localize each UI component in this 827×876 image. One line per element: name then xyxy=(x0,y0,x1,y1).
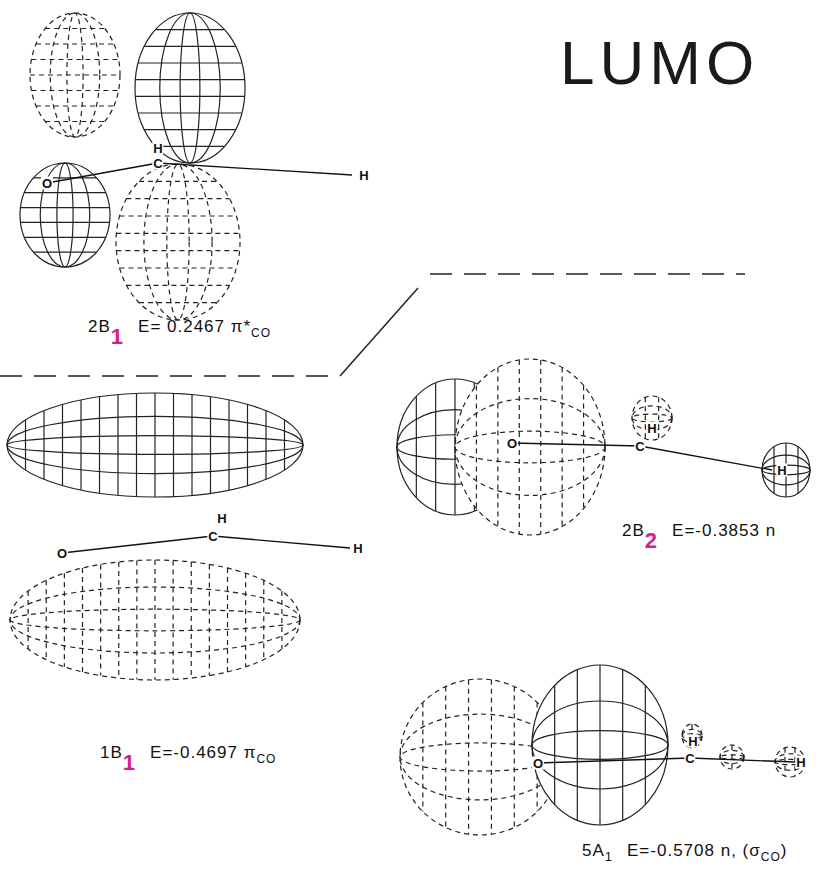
atom-label: O xyxy=(56,547,68,560)
orbital-subscript: CO xyxy=(761,850,781,864)
positive-lobe xyxy=(20,163,110,267)
positive-lobe xyxy=(7,393,303,497)
orbital-caption: 2B2 E=-0.3853 n xyxy=(622,520,776,552)
bond-line xyxy=(690,758,795,762)
separator xyxy=(0,274,745,376)
energy-label: ) xyxy=(781,841,788,860)
negative-lobe xyxy=(400,679,560,835)
bond-line xyxy=(538,758,690,763)
atom-label: O xyxy=(506,437,518,450)
symmetry-index: 1 xyxy=(605,849,613,864)
symmetry-label: 1B xyxy=(100,743,123,762)
orbital-subscript: CO xyxy=(256,752,276,766)
atom-label: O xyxy=(41,177,53,190)
symmetry-label: 2B xyxy=(88,317,111,336)
energy-label: E= 0.2467 π* xyxy=(138,317,251,336)
lobe-group xyxy=(7,13,810,835)
energy-label: E=-0.4697 π xyxy=(150,743,256,762)
atom-label: C xyxy=(684,752,695,765)
atom-label: C xyxy=(634,440,645,453)
atom-label: O xyxy=(532,757,544,770)
atom-label: H xyxy=(776,464,787,477)
symmetry-index: 1 xyxy=(123,750,136,775)
atom-label: H xyxy=(352,542,363,555)
atom-label: C xyxy=(207,530,218,543)
orbital-subscript: CO xyxy=(251,326,271,340)
negative-lobe xyxy=(632,396,672,440)
orbital-caption: 2B1 E= 0.2467 π*CO xyxy=(88,316,271,348)
bond-line xyxy=(213,536,350,548)
negative-lobe xyxy=(10,560,300,680)
atom-label: H xyxy=(795,756,806,769)
energy-label: E=-0.5708 n, (σ xyxy=(627,841,761,860)
symmetry-index: 1 xyxy=(111,324,124,349)
symmetry-index: 2 xyxy=(645,528,658,553)
positive-lobe xyxy=(135,13,245,163)
bond-line xyxy=(512,443,640,446)
bond-line xyxy=(47,163,158,183)
bond-line xyxy=(640,446,772,470)
negative-lobe xyxy=(720,745,744,769)
symmetry-label: 2B xyxy=(622,521,645,540)
negative-lobe xyxy=(30,13,120,137)
atom-label: C xyxy=(152,157,163,170)
positive-lobe xyxy=(532,665,668,825)
negative-lobe xyxy=(455,359,605,535)
orbital-marker: LUMO xyxy=(560,30,759,96)
orbital-caption: 1B1 E=-0.4697 πCO xyxy=(100,742,276,774)
atom-label: H xyxy=(646,422,657,435)
orbital-caption: 5A1 E=-0.5708 n, (σCO) xyxy=(582,840,787,868)
bond-group xyxy=(47,163,795,763)
energy-label: E=-0.3853 n xyxy=(672,521,776,540)
negative-lobe xyxy=(682,724,702,748)
bond-line xyxy=(158,163,352,175)
atom-label: H xyxy=(152,142,163,155)
bond-line xyxy=(62,536,213,553)
symmetry-label: 5A xyxy=(582,841,605,860)
atom-label: H xyxy=(687,735,698,748)
atom-label: H xyxy=(358,169,369,182)
atom-label: H xyxy=(216,512,227,525)
negative-lobe xyxy=(116,164,240,320)
